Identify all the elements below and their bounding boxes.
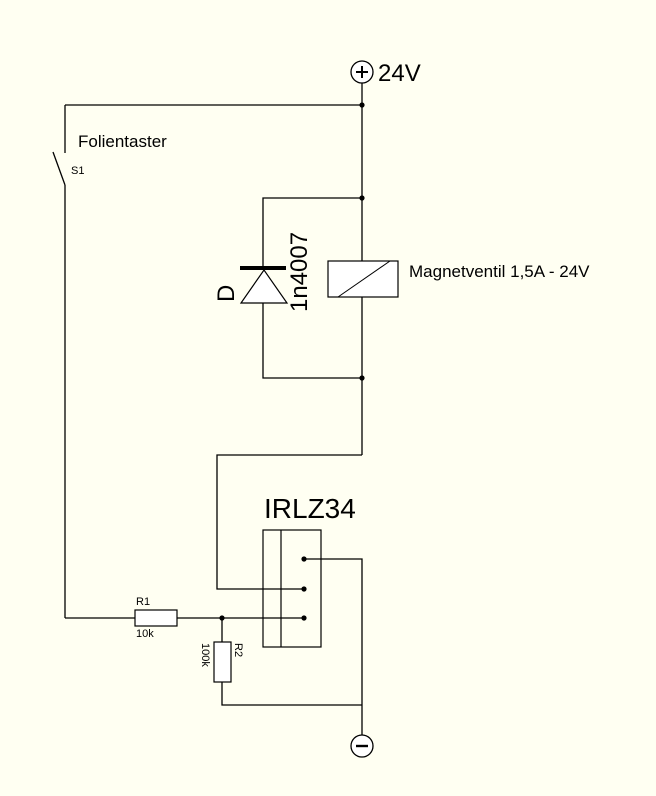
positive-terminal: 24V bbox=[350, 60, 421, 87]
relay-magnetventil: Magnetventil 1,5A - 24V bbox=[327, 260, 590, 298]
diode-d: D 1n4007 bbox=[213, 232, 313, 312]
switch-s1: Folientaster S1 bbox=[52, 132, 167, 186]
mosfet-part-label: IRLZ34 bbox=[264, 493, 356, 524]
wire-diode-top bbox=[262, 197, 362, 268]
mosfet-body bbox=[262, 529, 322, 648]
switch-name-label: Folientaster bbox=[78, 132, 167, 151]
switch-blade bbox=[52, 151, 66, 186]
relay-coil-diagonal bbox=[337, 260, 391, 298]
junction-dot bbox=[219, 615, 225, 621]
mosfet-irlz34: IRLZ34 bbox=[262, 493, 356, 648]
r2-ref-label: R2 bbox=[232, 643, 244, 657]
switch-ref-label: S1 bbox=[71, 165, 84, 177]
relay-coil bbox=[327, 260, 399, 298]
wire-drain bbox=[216, 454, 362, 590]
mosfet-pin-drain bbox=[301, 586, 307, 592]
junction-dot bbox=[359, 102, 365, 108]
r1-ref-label: R1 bbox=[136, 596, 150, 608]
junction-dot bbox=[359, 195, 365, 201]
mosfet-pin-source bbox=[301, 556, 307, 562]
diode-part-label: 1n4007 bbox=[286, 232, 313, 312]
r2-value-label: 100k bbox=[199, 643, 211, 667]
supply-voltage-label: 24V bbox=[378, 60, 421, 87]
negative-terminal bbox=[350, 734, 374, 758]
diode-ref-label: D bbox=[213, 285, 240, 302]
wire-diode-bottom bbox=[262, 303, 362, 379]
junction-dot bbox=[359, 375, 365, 381]
relay-label: Magnetventil 1,5A - 24V bbox=[409, 262, 590, 281]
r2-body bbox=[213, 641, 232, 683]
junctions bbox=[219, 102, 365, 621]
mosfet-pin-gate bbox=[301, 615, 307, 621]
resistor-r2: R2 100k bbox=[199, 641, 244, 683]
wires bbox=[64, 83, 363, 736]
r1-body bbox=[134, 609, 178, 627]
r1-value-label: 10k bbox=[136, 628, 154, 640]
wire-r2-bottom bbox=[221, 682, 362, 706]
wire-source bbox=[304, 558, 363, 736]
diode-triangle bbox=[239, 268, 289, 304]
resistor-r1: R1 10k bbox=[134, 596, 178, 640]
